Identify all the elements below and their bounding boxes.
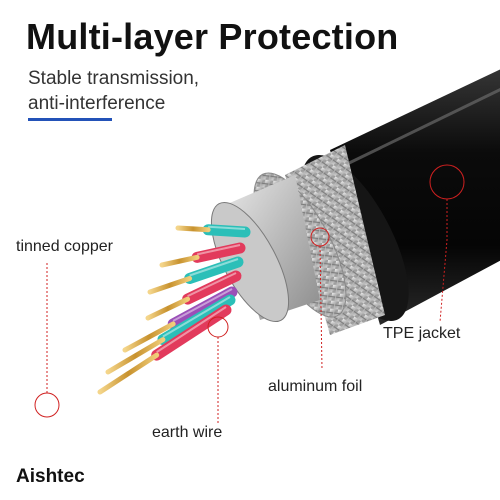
- tpe-jacket-label: TPE jacket: [383, 325, 461, 342]
- wire-2: [159, 242, 246, 268]
- brand-logo-text: Aishtec: [16, 466, 85, 487]
- tinned-copper-strand: [159, 254, 200, 268]
- tinned-copper-marker: [34, 392, 60, 418]
- wire-5: [122, 286, 238, 353]
- tinned-copper-strand: [145, 296, 191, 321]
- inner-wires: [97, 224, 251, 395]
- tinned-copper-label: tinned copper: [16, 238, 113, 255]
- wire-7: [97, 304, 232, 395]
- earth-wire-label: earth wire: [152, 424, 223, 441]
- tinned-copper-strand: [147, 276, 193, 295]
- wire-6: [105, 294, 236, 375]
- aluminum-foil-label: aluminum foil: [268, 378, 363, 395]
- subtitle-line-2: anti-interference: [28, 93, 166, 114]
- tinned-copper-strand: [97, 352, 160, 395]
- page-title: Multi-layer Protection: [26, 16, 399, 57]
- callout-markers: [34, 164, 465, 423]
- subtitle-line-1: Stable transmission,: [28, 68, 200, 89]
- subtitle: Stable transmission, anti-interference: [28, 66, 199, 116]
- wire-3: [147, 256, 244, 295]
- tinned-copper-strand: [175, 225, 211, 233]
- wire-4: [145, 270, 242, 321]
- wire-1: [175, 224, 251, 238]
- tinned-copper-strand: [105, 337, 166, 375]
- accent-underline: [28, 118, 112, 121]
- tinned-copper-strand: [122, 321, 176, 353]
